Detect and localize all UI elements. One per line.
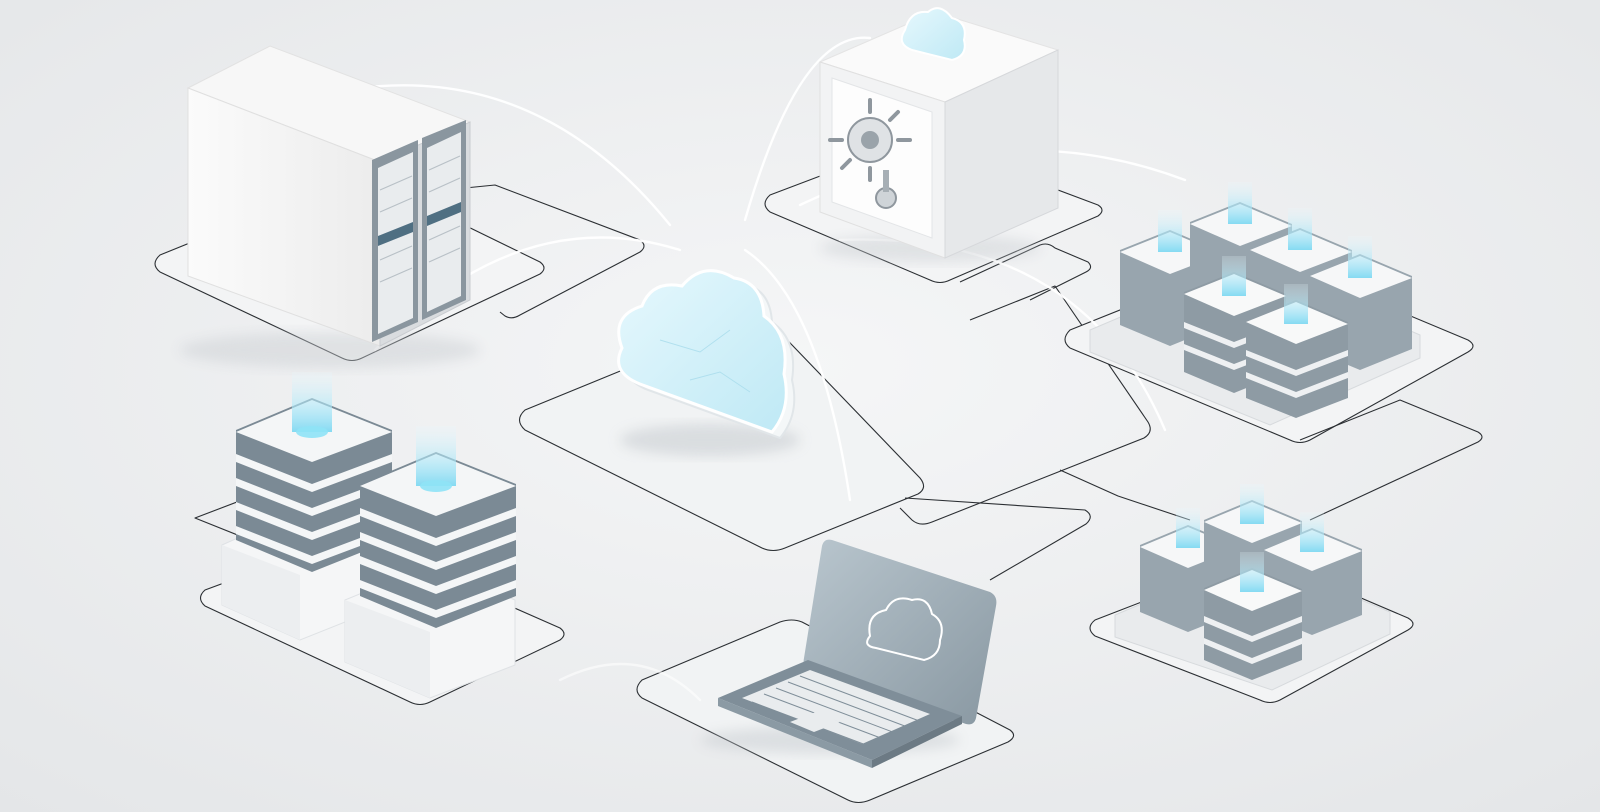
cloud-icon <box>617 269 800 456</box>
tile-grid-extension <box>1299 399 1483 521</box>
laptop-icon <box>700 539 997 768</box>
arc-laptop-bottom <box>558 662 702 702</box>
stack-left <box>236 372 392 572</box>
safe-icon <box>818 7 1060 262</box>
grid-large-blocks <box>1120 182 1412 418</box>
connector-safe-hub <box>959 243 1092 301</box>
tile-bridge-right <box>899 285 1151 525</box>
server-grid-small-icon <box>1114 484 1391 691</box>
arc-safe-hub <box>743 36 872 222</box>
arc-hub-laptop <box>743 248 852 502</box>
server-grid-icon <box>1089 182 1421 426</box>
server-stack-icon <box>221 372 516 699</box>
connector-hub-grid-small <box>1059 469 1191 521</box>
server-rack-icon <box>180 45 480 368</box>
connector-hub-laptop <box>904 497 1091 581</box>
stack-right <box>360 426 516 628</box>
